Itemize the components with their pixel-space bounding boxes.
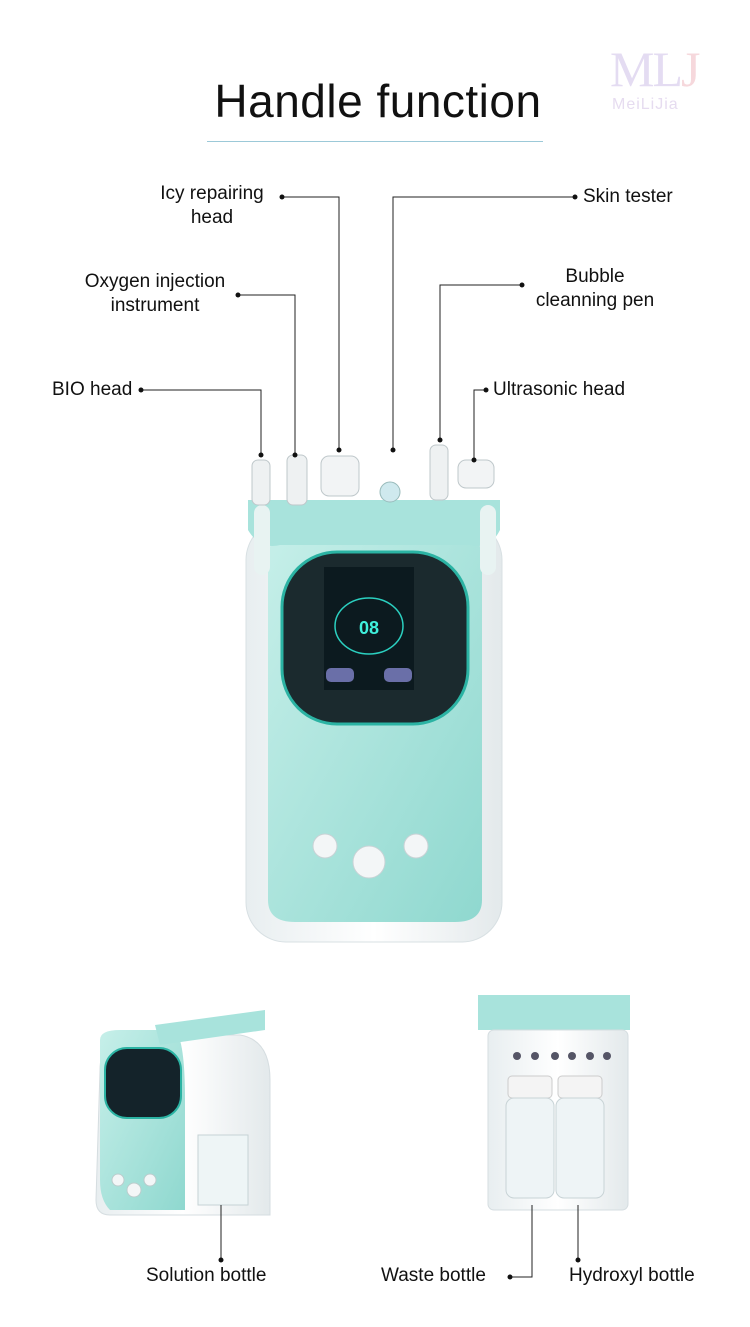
label-bubble-pen: Bubble cleanning pen [520, 265, 670, 313]
label-line: Bubble [565, 266, 625, 287]
label-line: head [190, 207, 234, 228]
label-ultrasonic-head: Ultrasonic head [493, 379, 626, 400]
label-line: instrument [110, 295, 200, 316]
main-device: 08 [245, 444, 503, 943]
label-hydroxyl-bottle: Hydroxyl bottle [569, 1265, 695, 1286]
label-oxygen-injection: Oxygen injection instrument [60, 270, 250, 318]
logo-text: MeiLiJia [612, 96, 679, 113]
label-skin-tester: Skin tester [583, 186, 673, 207]
device-back-view [478, 995, 630, 1211]
leader-dots [138, 194, 581, 1280]
page-title: Handle function [214, 75, 542, 127]
label-line: Icy repairing [160, 183, 264, 204]
device-side-view [95, 1010, 271, 1216]
label-solution-bottle: Solution bottle [146, 1265, 267, 1286]
label-waste-bottle: Waste bottle [381, 1265, 486, 1286]
screen-value: 08 [359, 618, 379, 638]
label-icy-repairing-head: Icy repairing head [150, 182, 274, 230]
leader-lines [141, 196, 579, 1278]
label-line: Oxygen injection [84, 271, 226, 292]
logo: MLJ [610, 41, 701, 97]
label-line: cleanning pen [535, 290, 655, 311]
title-underline [207, 141, 543, 142]
label-bio-head: BIO head [52, 379, 133, 400]
